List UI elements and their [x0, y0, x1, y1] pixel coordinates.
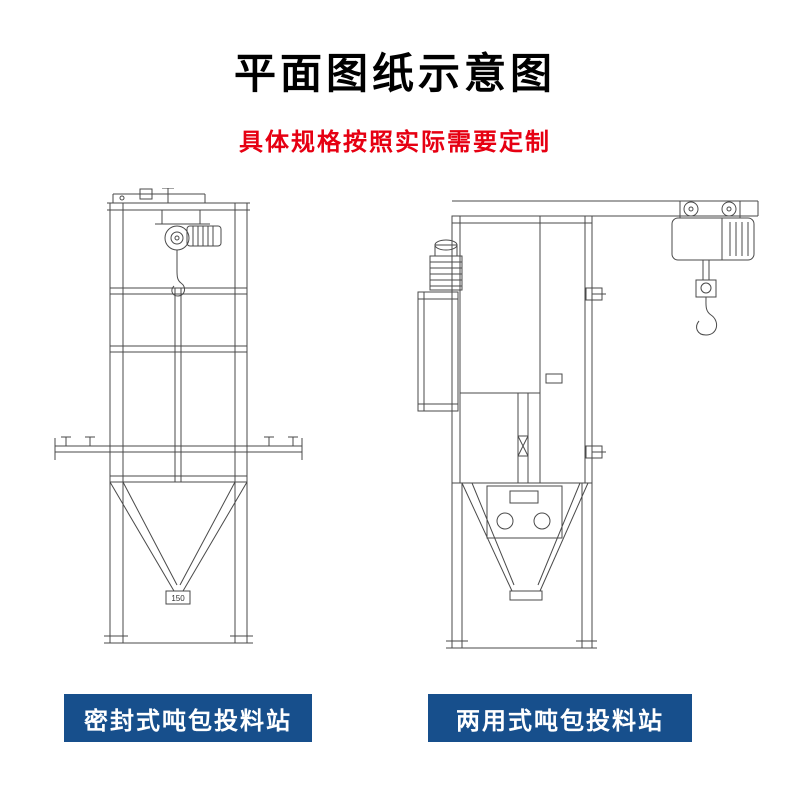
sealed-station-svg: 150 [54, 188, 303, 644]
page-title: 平面图纸示意图 [233, 50, 556, 97]
caption-sealed-station: 密封式吨包投料站 [64, 694, 312, 742]
hopper-dimension-label: 150 [171, 594, 185, 603]
page-subtitle: 具体规格按照实际需要定制 [239, 129, 551, 156]
dual-station-drawing [400, 188, 770, 668]
sealed-station-drawing: 150 [50, 188, 340, 668]
caption-dual-station: 两用式吨包投料站 [428, 694, 692, 742]
dual-station-svg [417, 200, 759, 649]
